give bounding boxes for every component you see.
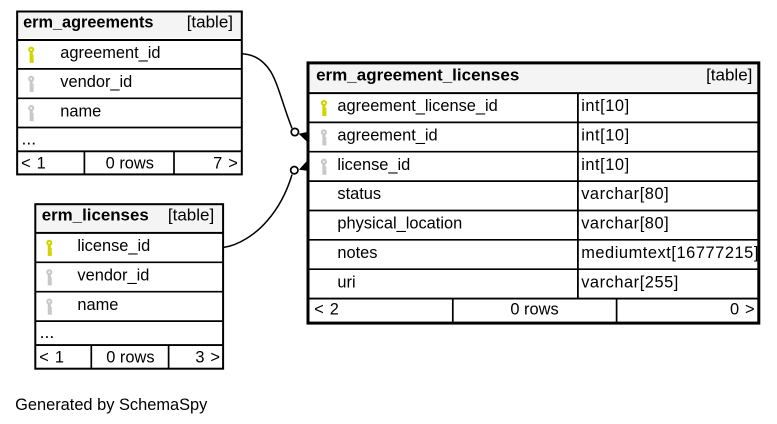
svg-text:erm_agreement_licenses: erm_agreement_licenses (316, 65, 519, 84)
svg-text:< 2: < 2 (314, 300, 339, 318)
svg-text:0 >: 0 > (730, 300, 755, 318)
svg-text:0 rows: 0 rows (106, 349, 154, 367)
svg-text:[table]: [table] (706, 65, 752, 84)
svg-text:agreement_license_id: agreement_license_id (337, 97, 497, 115)
svg-text:int[10]: int[10] (581, 127, 630, 145)
svg-text:license_id: license_id (337, 156, 410, 174)
svg-text:int[10]: int[10] (581, 156, 630, 174)
svg-text:0 rows: 0 rows (106, 154, 154, 172)
svg-text:agreement_id: agreement_id (60, 44, 160, 62)
svg-text:[table]: [table] (187, 12, 233, 31)
svg-text:status: status (337, 185, 381, 203)
svg-text:agreement_id: agreement_id (337, 127, 437, 145)
svg-text:< 1: < 1 (21, 154, 46, 172)
svg-text:notes: notes (337, 244, 377, 262)
svg-text:license_id: license_id (77, 237, 150, 255)
svg-text:erm_agreements: erm_agreements (23, 13, 153, 31)
svg-text:uri: uri (337, 273, 355, 291)
svg-text:3 >: 3 > (195, 349, 220, 367)
svg-text:erm_licenses: erm_licenses (42, 205, 149, 224)
svg-text:varchar[80]: varchar[80] (581, 215, 669, 233)
svg-text:int[10]: int[10] (581, 97, 630, 115)
svg-text:mediumtext[16777215]: mediumtext[16777215] (581, 244, 759, 262)
svg-text:[table]: [table] (168, 205, 214, 224)
svg-text:Generated by SchemaSpy: Generated by SchemaSpy (15, 396, 208, 414)
svg-text:physical_location: physical_location (337, 215, 462, 233)
svg-text:...: ... (40, 322, 55, 342)
svg-text:...: ... (22, 128, 37, 148)
svg-text:varchar[80]: varchar[80] (581, 185, 669, 203)
svg-text:7 >: 7 > (213, 154, 238, 172)
svg-text:name: name (77, 296, 118, 314)
svg-text:name: name (60, 102, 101, 120)
svg-text:vendor_id: vendor_id (77, 266, 149, 284)
svg-text:< 1: < 1 (39, 349, 64, 367)
svg-text:vendor_id: vendor_id (60, 73, 132, 91)
svg-text:varchar[255]: varchar[255] (581, 273, 679, 291)
svg-text:0 rows: 0 rows (510, 300, 558, 318)
